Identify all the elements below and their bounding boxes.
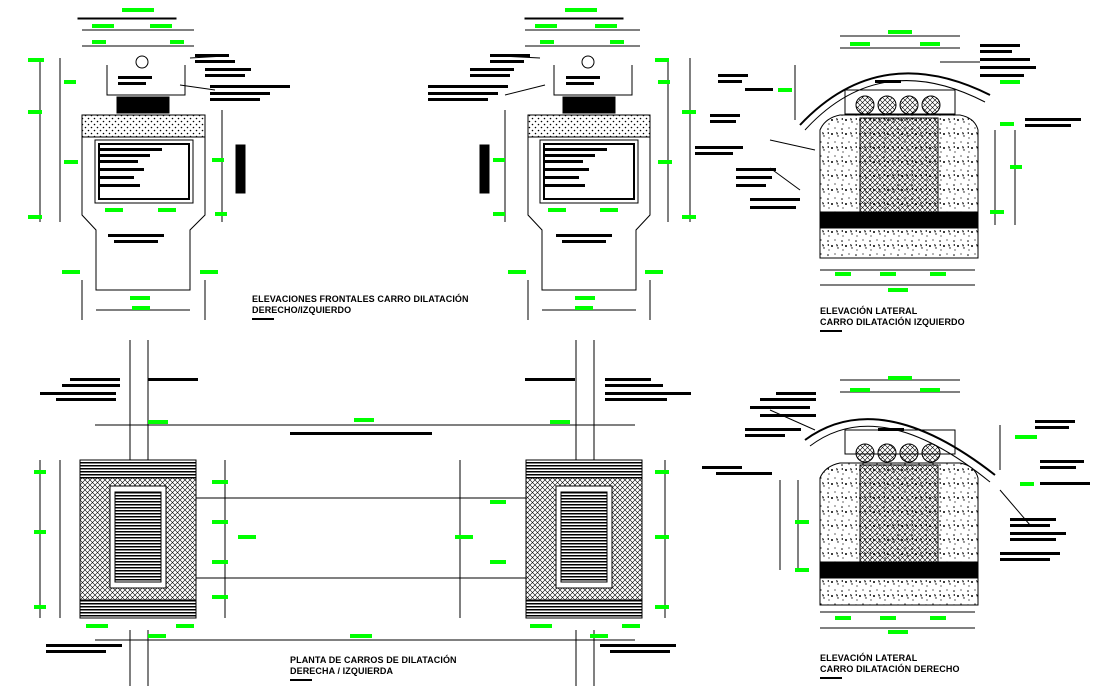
plan-view [39,340,666,686]
plan-caption-line2: DERECHA / IZQUIERDA [290,666,394,676]
plan-caption: PLANTA DE CARROS DE DILATACIÓN DERECHA /… [290,655,457,681]
lateral-elevation-left [769,35,1016,286]
lateral-left-caption: ELEVACIÓN LATERAL CARRO DILATACIÓN IZQUI… [820,306,965,332]
front-elevations-caption-line2: DERECHO/IZQUIERDO [252,305,352,315]
lateral-left-caption-line2: CARRO DILATACIÓN IZQUIERDO [820,317,965,327]
front-elevations-caption: ELEVACIONES FRONTALES CARRO DILATACIÓN D… [252,294,469,320]
plan-caption-line1: PLANTA DE CARROS DE DILATACIÓN [290,655,457,665]
dimension-marks [28,8,1037,638]
annotation-notes [40,44,1090,653]
lateral-right-caption: ELEVACIÓN LATERAL CARRO DILATACIÓN DEREC… [820,653,960,679]
lateral-right-caption-line2: CARRO DILATACIÓN DERECHO [820,664,960,674]
front-elevations-caption-line1: ELEVACIONES FRONTALES CARRO DILATACIÓN [252,294,469,304]
lateral-left-caption-line1: ELEVACIÓN LATERAL [820,306,918,316]
front-elevation-left [39,17,246,320]
front-elevation-right [479,17,691,320]
lateral-right-caption-line1: ELEVACIÓN LATERAL [820,653,918,663]
lateral-elevation-right [769,379,1031,629]
